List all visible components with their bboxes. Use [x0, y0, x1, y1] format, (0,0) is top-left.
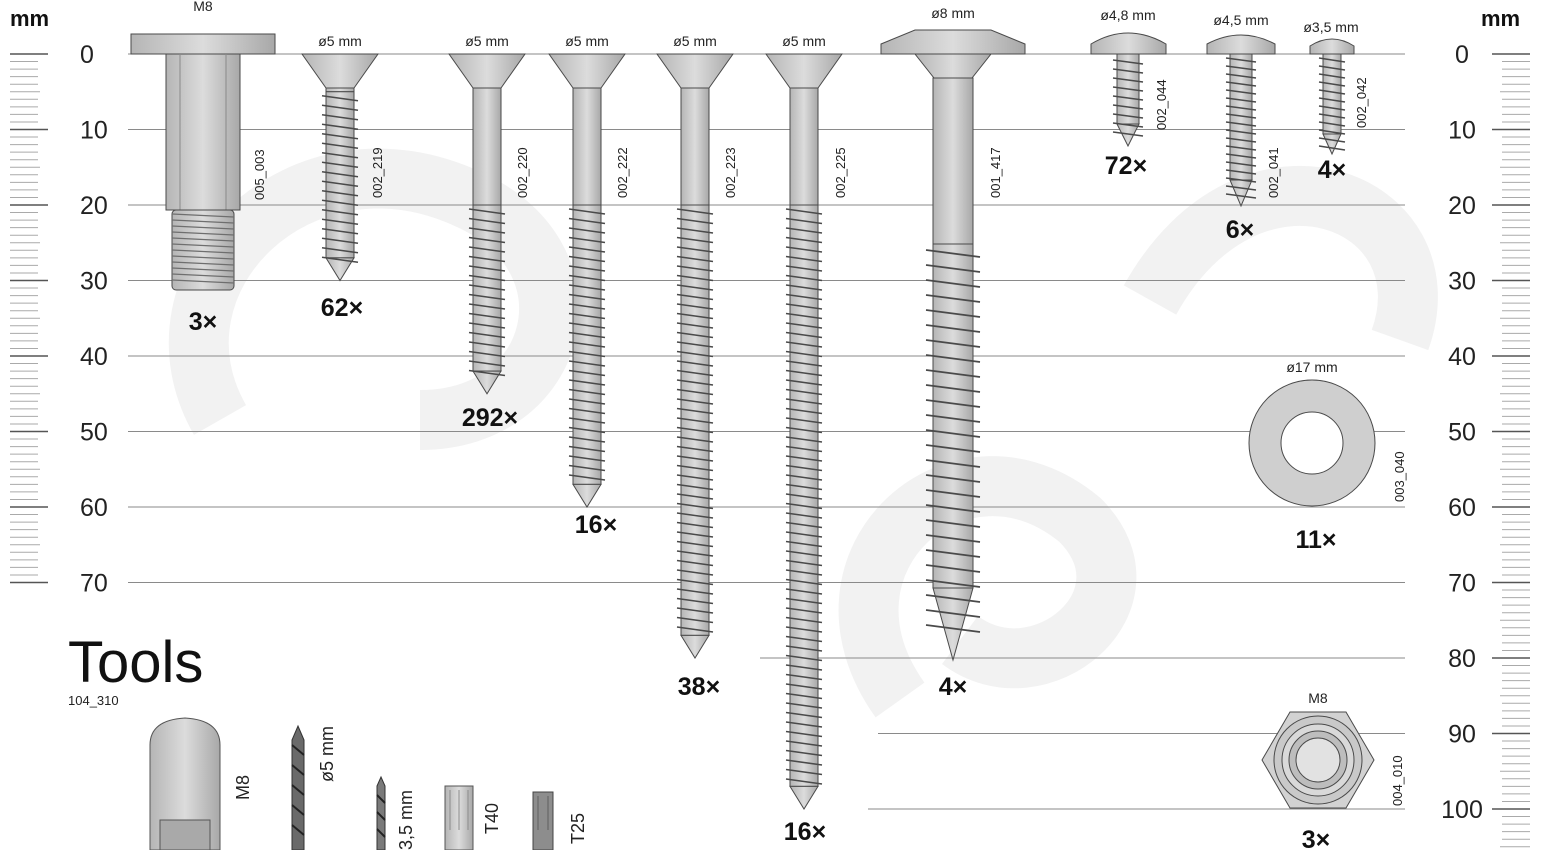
countersunk-screw: ø5 mm 002_220 292× [448, 33, 530, 432]
tick-label-right: 10 [1448, 117, 1476, 145]
tick-label-left: 30 [80, 268, 108, 296]
unit-label-left: mm [10, 6, 50, 31]
pan-head-screw-4-5: ø4,5 mm 002_041 6× [1206, 12, 1281, 244]
tick-label-left: 10 [80, 117, 108, 145]
part-size-label: ø5 mm [782, 33, 826, 49]
background-ornament [168, 148, 1438, 718]
tick-label-right: 20 [1448, 192, 1476, 220]
tick-label-left: 70 [80, 570, 108, 598]
part-count: 16× [784, 818, 826, 846]
part-size-label: ø5 mm [565, 33, 609, 49]
part-code: 002_044 [1154, 79, 1169, 130]
part-code: 002_041 [1266, 147, 1281, 198]
part-count: 4× [939, 673, 968, 701]
side-rulers [10, 53, 1530, 848]
part-count: 72× [1105, 152, 1147, 180]
bolt-m8: M8 005_003 3× [130, 0, 276, 336]
part-code: 003_040 [1392, 451, 1407, 502]
tick-label-right: 30 [1448, 268, 1476, 296]
countersunk-screw: ø5 mm 002_222 16× [548, 33, 630, 539]
part-code: 002_042 [1354, 77, 1369, 128]
drill-bit-icon: 3,5 mm [376, 775, 416, 850]
tick-label-left: 50 [80, 419, 108, 447]
part-size-label: ø5 mm [673, 33, 717, 49]
part-size-label: ø5 mm [318, 33, 362, 49]
part-size-label: ø4,5 mm [1213, 12, 1268, 28]
part-count: 6× [1226, 216, 1255, 244]
tool-label: M8 [233, 775, 253, 800]
part-count: 3× [1302, 826, 1331, 850]
torx-bit-icon: T40 [444, 785, 502, 850]
part-count: 16× [575, 511, 617, 539]
tick-label-right: 40 [1448, 343, 1476, 371]
tick-label-right: 50 [1448, 419, 1476, 447]
tool-label: T40 [482, 803, 502, 834]
part-size-label: ø17 mm [1286, 359, 1337, 375]
part-count: 38× [678, 673, 720, 701]
tick-label-right: 0 [1455, 41, 1469, 69]
part-count: 62× [321, 294, 363, 322]
part-code: 005_003 [252, 149, 267, 200]
tick-label-left: 60 [80, 494, 108, 522]
part-size-label: M8 [193, 0, 213, 14]
part-size-label: ø3,5 mm [1303, 19, 1358, 35]
tick-label-right: 60 [1448, 494, 1476, 522]
tick-label-right: 100 [1441, 796, 1483, 824]
part-code: 001_417 [988, 147, 1003, 198]
tools-code: 104_310 [68, 693, 119, 708]
part-count: 11× [1295, 526, 1336, 554]
part-size-label: ø5 mm [465, 33, 509, 49]
tick-label-left: 20 [80, 192, 108, 220]
part-size-label: ø8 mm [931, 5, 975, 21]
countersunk-screw: ø5 mm 002_219 62× [301, 33, 385, 322]
tick-label-right: 70 [1448, 570, 1476, 598]
part-count: 3× [189, 308, 218, 336]
washer-17mm: ø17 mm 003_040 11× [1248, 359, 1407, 554]
tools-heading: Tools [68, 630, 203, 695]
hex-nut-m8: M8 004_010 3× [1261, 690, 1405, 850]
tick-label-left: 0 [80, 41, 94, 69]
part-code: 002_219 [370, 147, 385, 198]
part-size-label: M8 [1308, 690, 1328, 706]
tick-label-left: 40 [80, 343, 108, 371]
part-code: 004_010 [1390, 755, 1405, 806]
pan-head-screw-4-8: ø4,8 mm 002_044 72× [1090, 7, 1169, 180]
tool-label: ø5 mm [317, 726, 337, 782]
wood-screw-8mm: ø8 mm 001_417 4× [880, 5, 1026, 701]
part-code: 002_225 [833, 147, 848, 198]
tick-label-right: 90 [1448, 721, 1476, 749]
countersunk-screw: ø5 mm 002_223 38× [656, 33, 738, 701]
part-code: 002_222 [615, 147, 630, 198]
part-count: 292× [462, 404, 518, 432]
part-code: 002_223 [723, 147, 738, 198]
unit-label-right: mm [1481, 6, 1521, 31]
countersunk-screw: ø5 mm 002_225 16× [765, 33, 848, 846]
tool-label: 3,5 mm [396, 790, 416, 850]
tool-label: T25 [568, 813, 588, 844]
pan-head-screw-3-5: ø3,5 mm 002_042 4× [1303, 19, 1369, 184]
torx-bit-icon: T25 [532, 791, 588, 850]
part-size-label: ø4,8 mm [1100, 7, 1155, 23]
tick-label-right: 80 [1448, 645, 1476, 673]
part-code: 002_220 [515, 147, 530, 198]
scale-tick-labels: 0 0 10 10 20 20 30 30 40 40 50 50 60 60 70 70 80 90 100 [80, 41, 1483, 824]
part-count: 4× [1318, 156, 1347, 184]
drill-bit-icon: ø5 mm [291, 724, 337, 850]
socket-bit-icon: M8 [149, 717, 253, 850]
